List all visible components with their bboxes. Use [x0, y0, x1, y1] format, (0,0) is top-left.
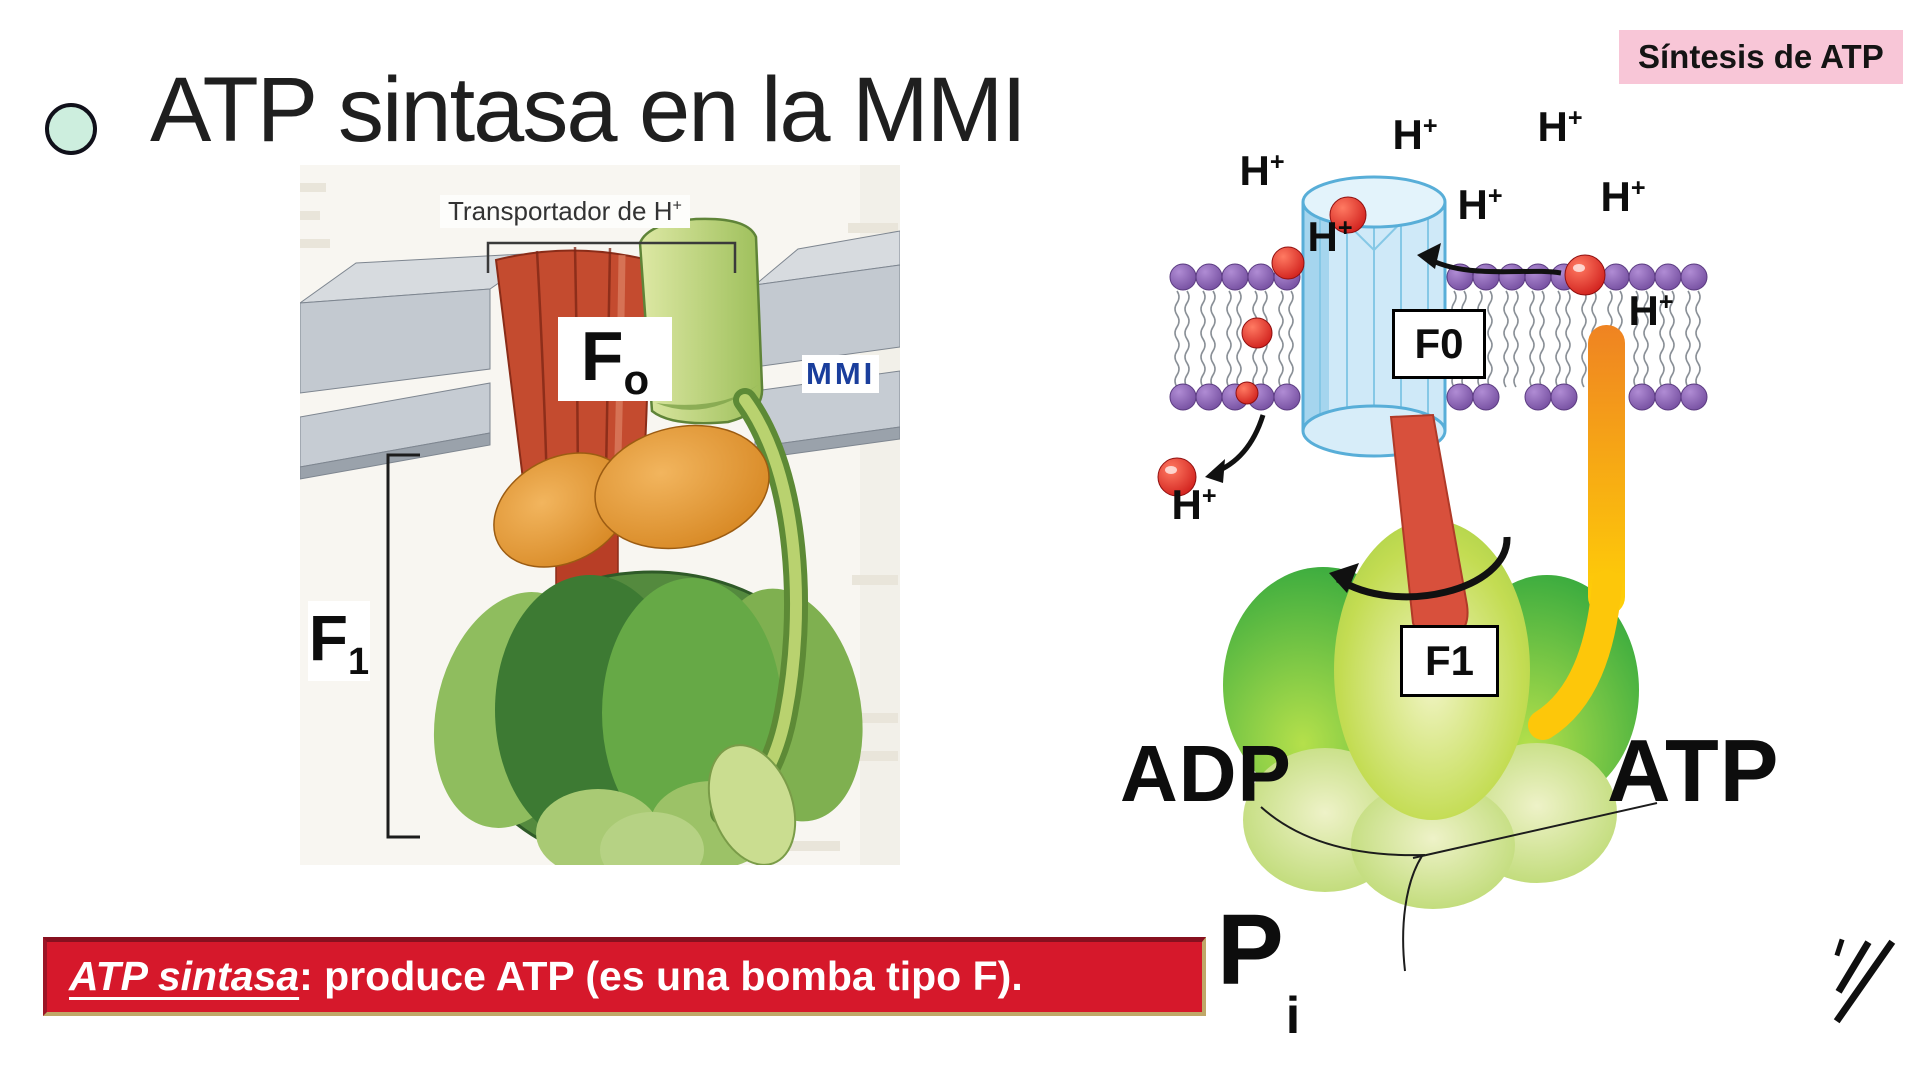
- pi-base: P: [1217, 894, 1284, 1006]
- proton-sup: +: [1658, 288, 1674, 316]
- proton-sup: +: [1487, 182, 1503, 210]
- proton-label: H+: [1611, 287, 1691, 335]
- proton-sup: +: [1337, 214, 1353, 242]
- transporter-label: Transportador de H+: [440, 195, 690, 228]
- f1-label-left: F1: [308, 601, 370, 683]
- membrane-left: [1169, 263, 1301, 411]
- proton-label: H+: [1583, 173, 1663, 221]
- proton-label: H+: [1440, 181, 1520, 229]
- orange-subunits: [493, 424, 770, 568]
- proton-base: H: [1392, 111, 1423, 158]
- f1-label-box: F1: [1400, 625, 1499, 697]
- proton-label: H+: [1375, 111, 1455, 159]
- proton-label: H+: [1290, 213, 1370, 261]
- proton-sup: +: [1201, 482, 1217, 510]
- stator-strap: [707, 388, 809, 865]
- reaction-lines: [1260, 802, 1658, 972]
- watercolor-figure-art: [300, 165, 900, 865]
- proton-base: H: [1171, 481, 1202, 528]
- proton-sup: +: [1630, 174, 1646, 202]
- proton-exit: [1157, 414, 1266, 497]
- transporter-label-text: Transportador de H: [448, 196, 673, 226]
- page-title: ATP sintasa en la MMI: [150, 59, 1027, 161]
- fo-label: Fo: [558, 317, 672, 403]
- bullet-marker: [45, 103, 97, 155]
- ink-slashes-annotation: [1830, 935, 1910, 1035]
- proton-base: H: [1537, 103, 1568, 150]
- pi-label: Pi: [1217, 893, 1300, 1045]
- definition-term: ATP sintasa: [69, 953, 300, 999]
- proton-base: H: [1628, 287, 1659, 334]
- mmi-label: MMI: [802, 355, 880, 393]
- ink-tick-mark: [1834, 938, 1845, 957]
- membrane-slabs: [300, 230, 900, 480]
- proton-sup: +: [1269, 148, 1285, 176]
- proton-base: H: [1239, 147, 1270, 194]
- figure-brackets: [386, 241, 737, 839]
- f1-label-base: F: [308, 602, 348, 674]
- proton-base: H: [1600, 173, 1631, 220]
- proton-entry: [1417, 243, 1606, 296]
- f1-label-sub: 1: [347, 641, 370, 683]
- proton-base: H: [1307, 213, 1338, 260]
- f0-label-box: F0: [1392, 309, 1486, 379]
- atp-synthase-vector-figure: H+ H+ H+ H+ H+ H+ H+ H+ F0 F1 ADP ATP Pi: [1095, 85, 1895, 1045]
- fo-label-base: F: [580, 317, 624, 395]
- proton-sup: +: [1567, 104, 1583, 132]
- pi-sub: i: [1285, 987, 1301, 1045]
- proton-base: H: [1457, 181, 1488, 228]
- adp-label: ADP: [1120, 729, 1292, 818]
- f0-channel: [1301, 175, 1447, 458]
- proton-label: H+: [1154, 481, 1234, 529]
- proton-balls-inside: [1235, 196, 1367, 405]
- fo-label-sub: o: [623, 356, 650, 403]
- vector-figure-art: [1157, 175, 1708, 972]
- transporter-label-sup: +: [672, 196, 682, 215]
- definition-rest: : produce ATP (es una bomba tipo F).: [299, 953, 1023, 999]
- definition-banner: ATP sintasa: produce ATP (es una bomba t…: [43, 937, 1206, 1016]
- proton-label: H+: [1222, 147, 1302, 195]
- proton-sup: +: [1422, 112, 1438, 140]
- atp-label: ATP: [1607, 721, 1780, 820]
- proton-label: H+: [1520, 103, 1600, 151]
- atp-synthase-watercolor-figure: Transportador de H+ Fo MMI F1: [300, 165, 900, 865]
- stator-rod: [1528, 325, 1625, 740]
- topic-badge: Síntesis de ATP: [1619, 30, 1903, 84]
